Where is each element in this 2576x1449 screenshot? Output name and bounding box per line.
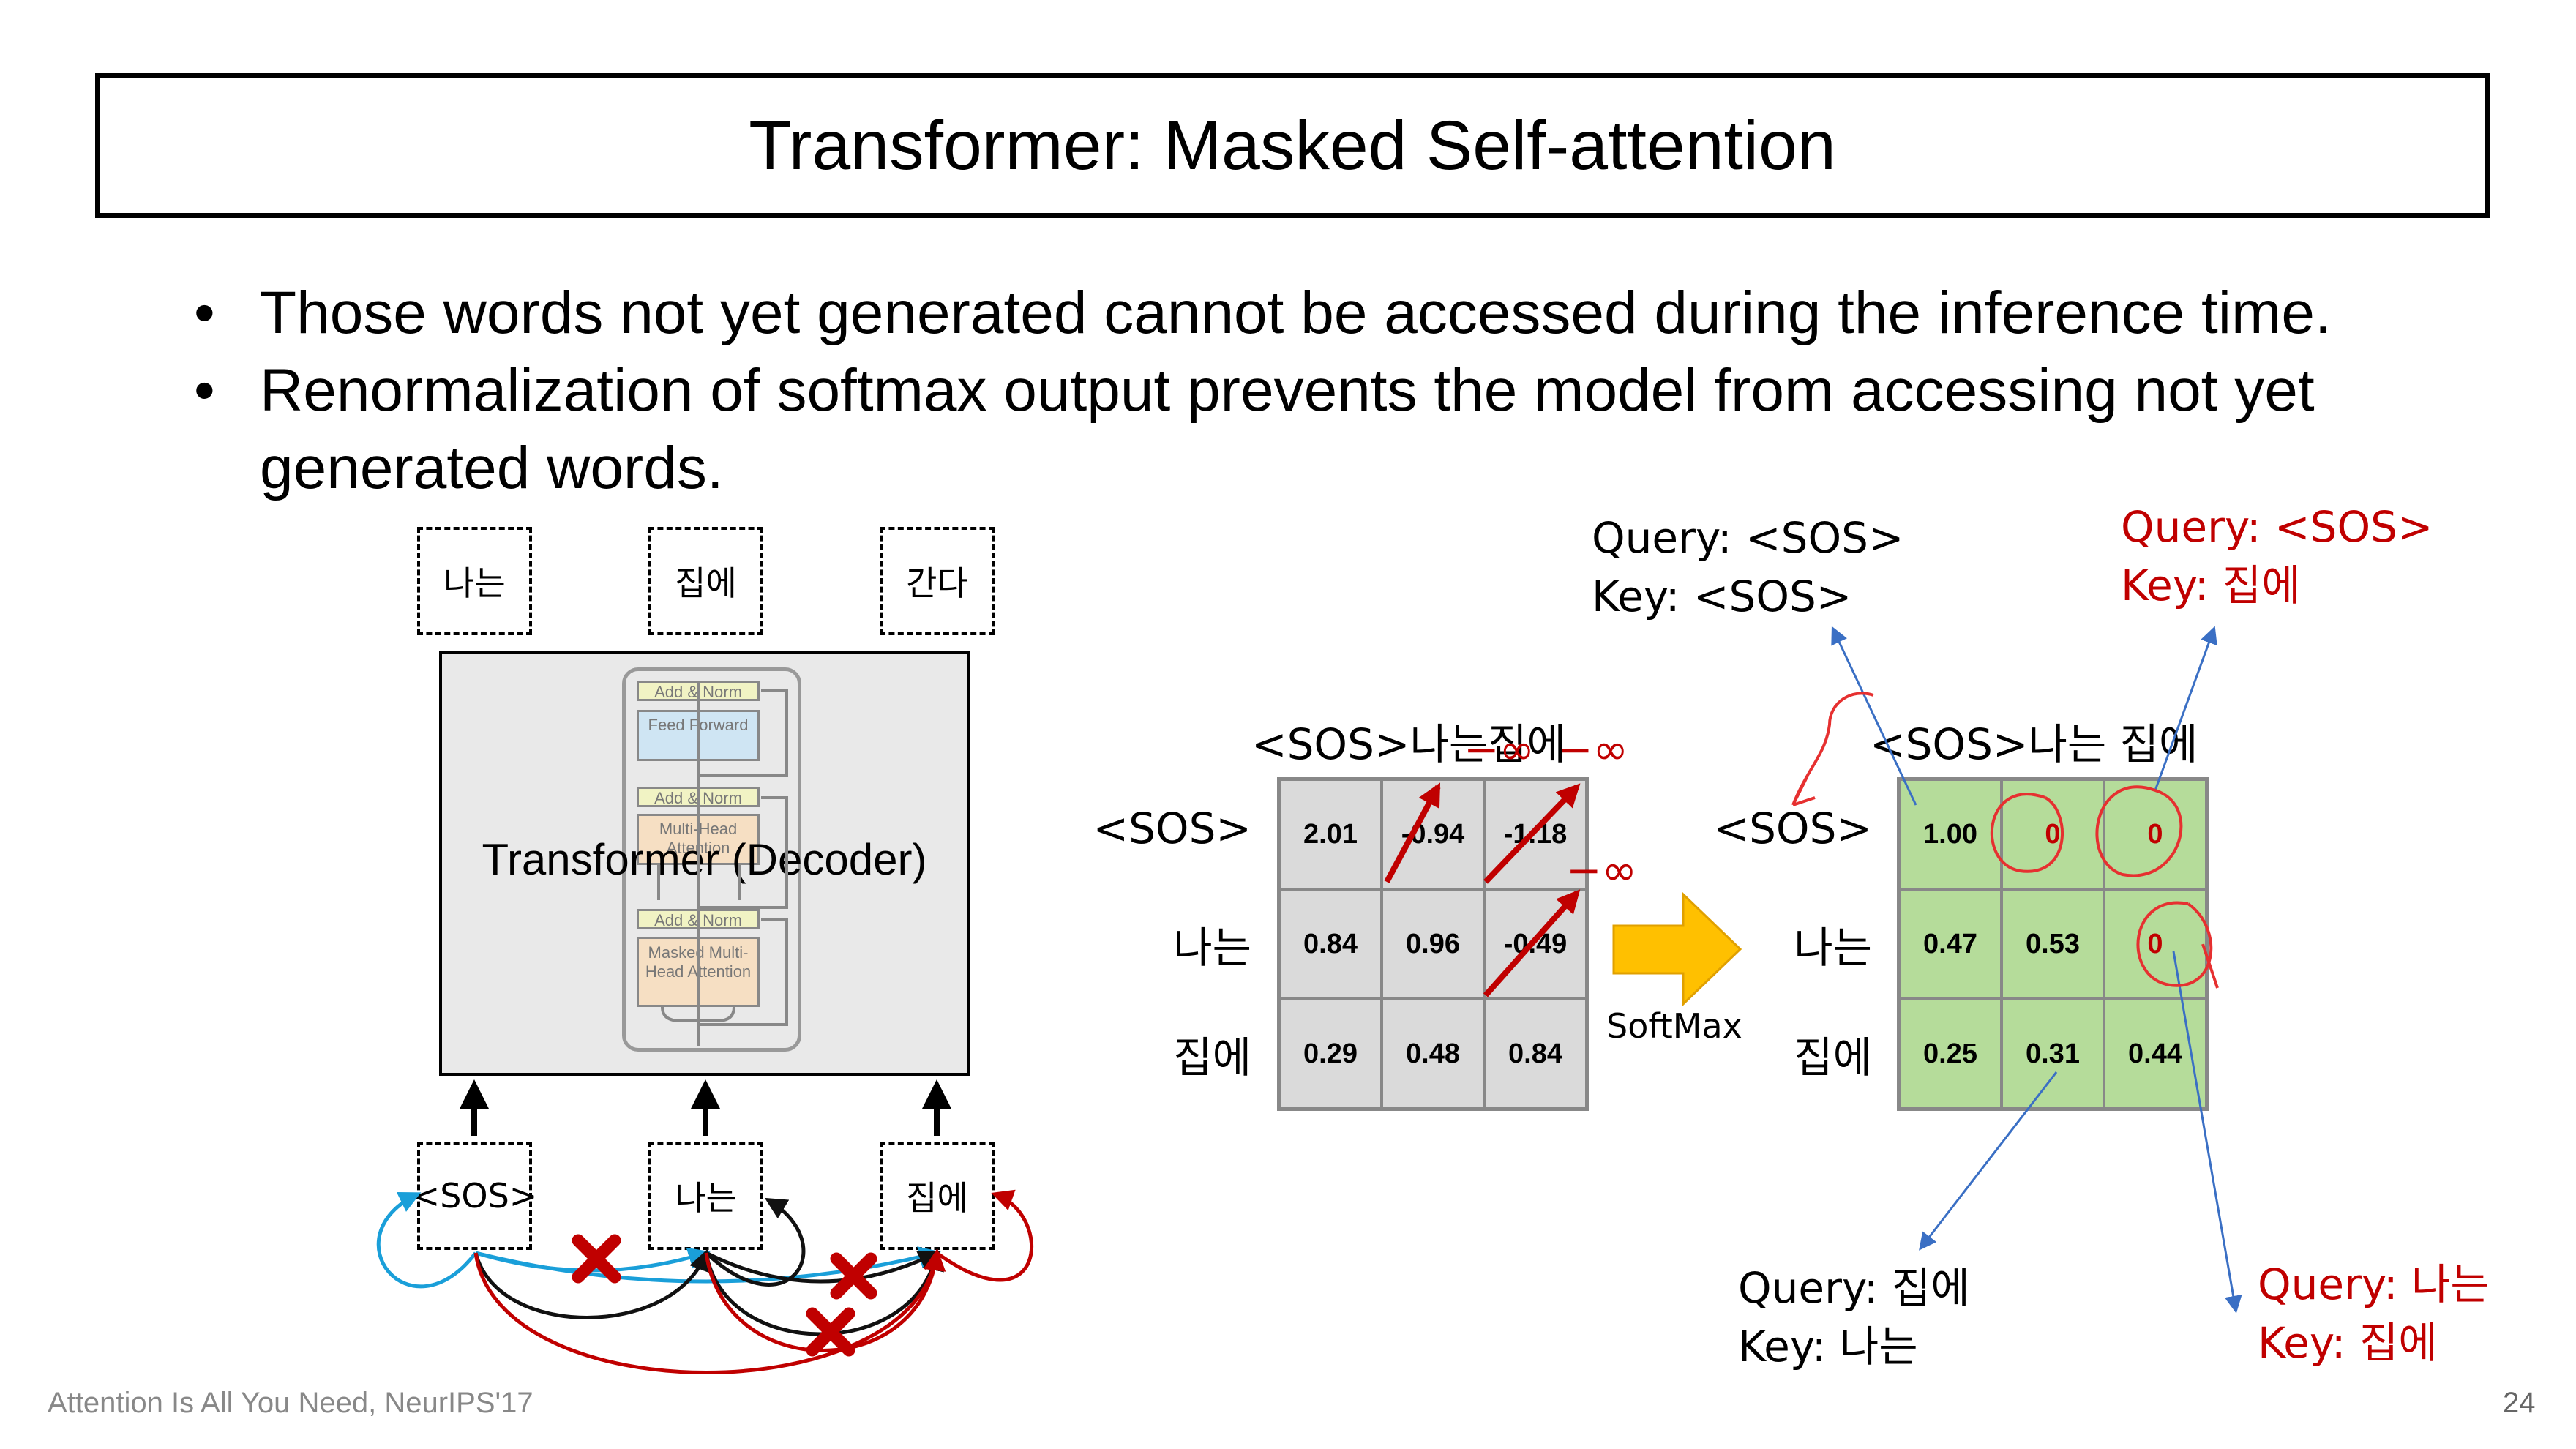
scores-cell: 0.84: [1279, 889, 1382, 999]
output-token-box: 집에: [648, 527, 763, 635]
bullet-item: Renormalization of softmax output preven…: [194, 352, 2389, 507]
callout-query: Query: <SOS>: [1592, 513, 1904, 563]
scores-cell: 2.01: [1279, 779, 1382, 889]
decoder-label: Transformer (Decoder): [482, 835, 927, 884]
callout-key: Key: <SOS>: [1592, 572, 1852, 621]
scores-cell: 0.48: [1382, 999, 1484, 1109]
callout-jibe-naneun: Query: 집에 Key: 나는: [1738, 1259, 1970, 1376]
scores-col-header: <SOS>나는집에: [1251, 719, 1566, 769]
attention-arcs: [376, 1189, 1033, 1374]
callout-query: Query: 나는: [2258, 1259, 2490, 1309]
callout-query: Query: 집에: [1738, 1263, 1970, 1313]
softmax-arrow: [1612, 891, 1742, 1007]
softmax-label: SoftMax: [1606, 1006, 1742, 1046]
callout-key: Key: 나는: [1738, 1322, 1918, 1371]
page-number: 24: [2503, 1387, 2536, 1419]
blocked-attention-x-marks: [572, 1234, 877, 1357]
softmax-col-header: <SOS>나는 집에: [1870, 719, 2198, 769]
bullet-list: Those words not yet generated cannot be …: [194, 274, 2389, 507]
callout-query: Query: <SOS>: [2121, 502, 2433, 552]
softmax-row-label: 나는: [1794, 923, 1872, 973]
slide-title: Transformer: Masked Self-attention: [749, 106, 1836, 184]
scores-cell: 0.96: [1382, 889, 1484, 999]
callout-sos-jibe: Query: <SOS> Key: 집에: [2121, 498, 2433, 615]
scores-cell: 0.29: [1279, 999, 1382, 1109]
callout-pointer-lines: [1831, 626, 2242, 1314]
output-token-box: 나는: [417, 527, 532, 635]
softmax-cell: 0.31: [2002, 999, 2104, 1109]
mask-neg-inf-label: −∞: [1464, 724, 1535, 774]
scores-row-label: 집에: [1173, 1033, 1251, 1082]
mask-neg-inf-label: −∞: [1566, 845, 1637, 895]
softmax-cell: 0.53: [2002, 889, 2104, 999]
scores-row-label: <SOS>: [1093, 804, 1251, 853]
scores-row-label: 나는: [1173, 923, 1251, 973]
input-token-box: 나는: [648, 1142, 763, 1250]
bullet-item: Those words not yet generated cannot be …: [194, 274, 2389, 352]
decoder-internal-lines: [657, 681, 788, 1046]
callout-sos-sos: Query: <SOS> Key: <SOS>: [1592, 509, 1904, 626]
softmax-cell: 0.25: [1899, 999, 2002, 1109]
callout-key: Key: 집에: [2121, 561, 2301, 610]
callout-naneun-jibe: Query: 나는 Key: 집에: [2258, 1255, 2490, 1372]
softmax-cell: 1.00: [1899, 779, 2002, 889]
callout-key: Key: 집에: [2258, 1318, 2438, 1368]
softmax-row-label: 집에: [1794, 1033, 1872, 1082]
mask-arrows: [1384, 782, 1581, 997]
footer-citation: Attention Is All You Need, NeurIPS'17: [48, 1387, 533, 1419]
scores-cell: 0.84: [1484, 999, 1587, 1109]
softmax-cell: 0.44: [2104, 999, 2206, 1109]
decoder-layer-outline: [622, 667, 801, 1052]
output-token-box: 간다: [880, 527, 995, 635]
softmax-matrix: 1.00 0 0 0.47 0.53 0 0.25 0.31 0.44: [1897, 777, 2209, 1111]
decoder-input-arrows: [460, 1079, 951, 1136]
softmax-row-label: <SOS>: [1713, 804, 1872, 853]
softmax-cell: 0.47: [1899, 889, 2002, 999]
title-box: [95, 73, 2490, 218]
input-token-box: <SOS>: [412, 1142, 537, 1250]
red-handdrawn-annotations: [1791, 692, 2219, 989]
mask-neg-inf-label: −∞: [1557, 724, 1628, 774]
